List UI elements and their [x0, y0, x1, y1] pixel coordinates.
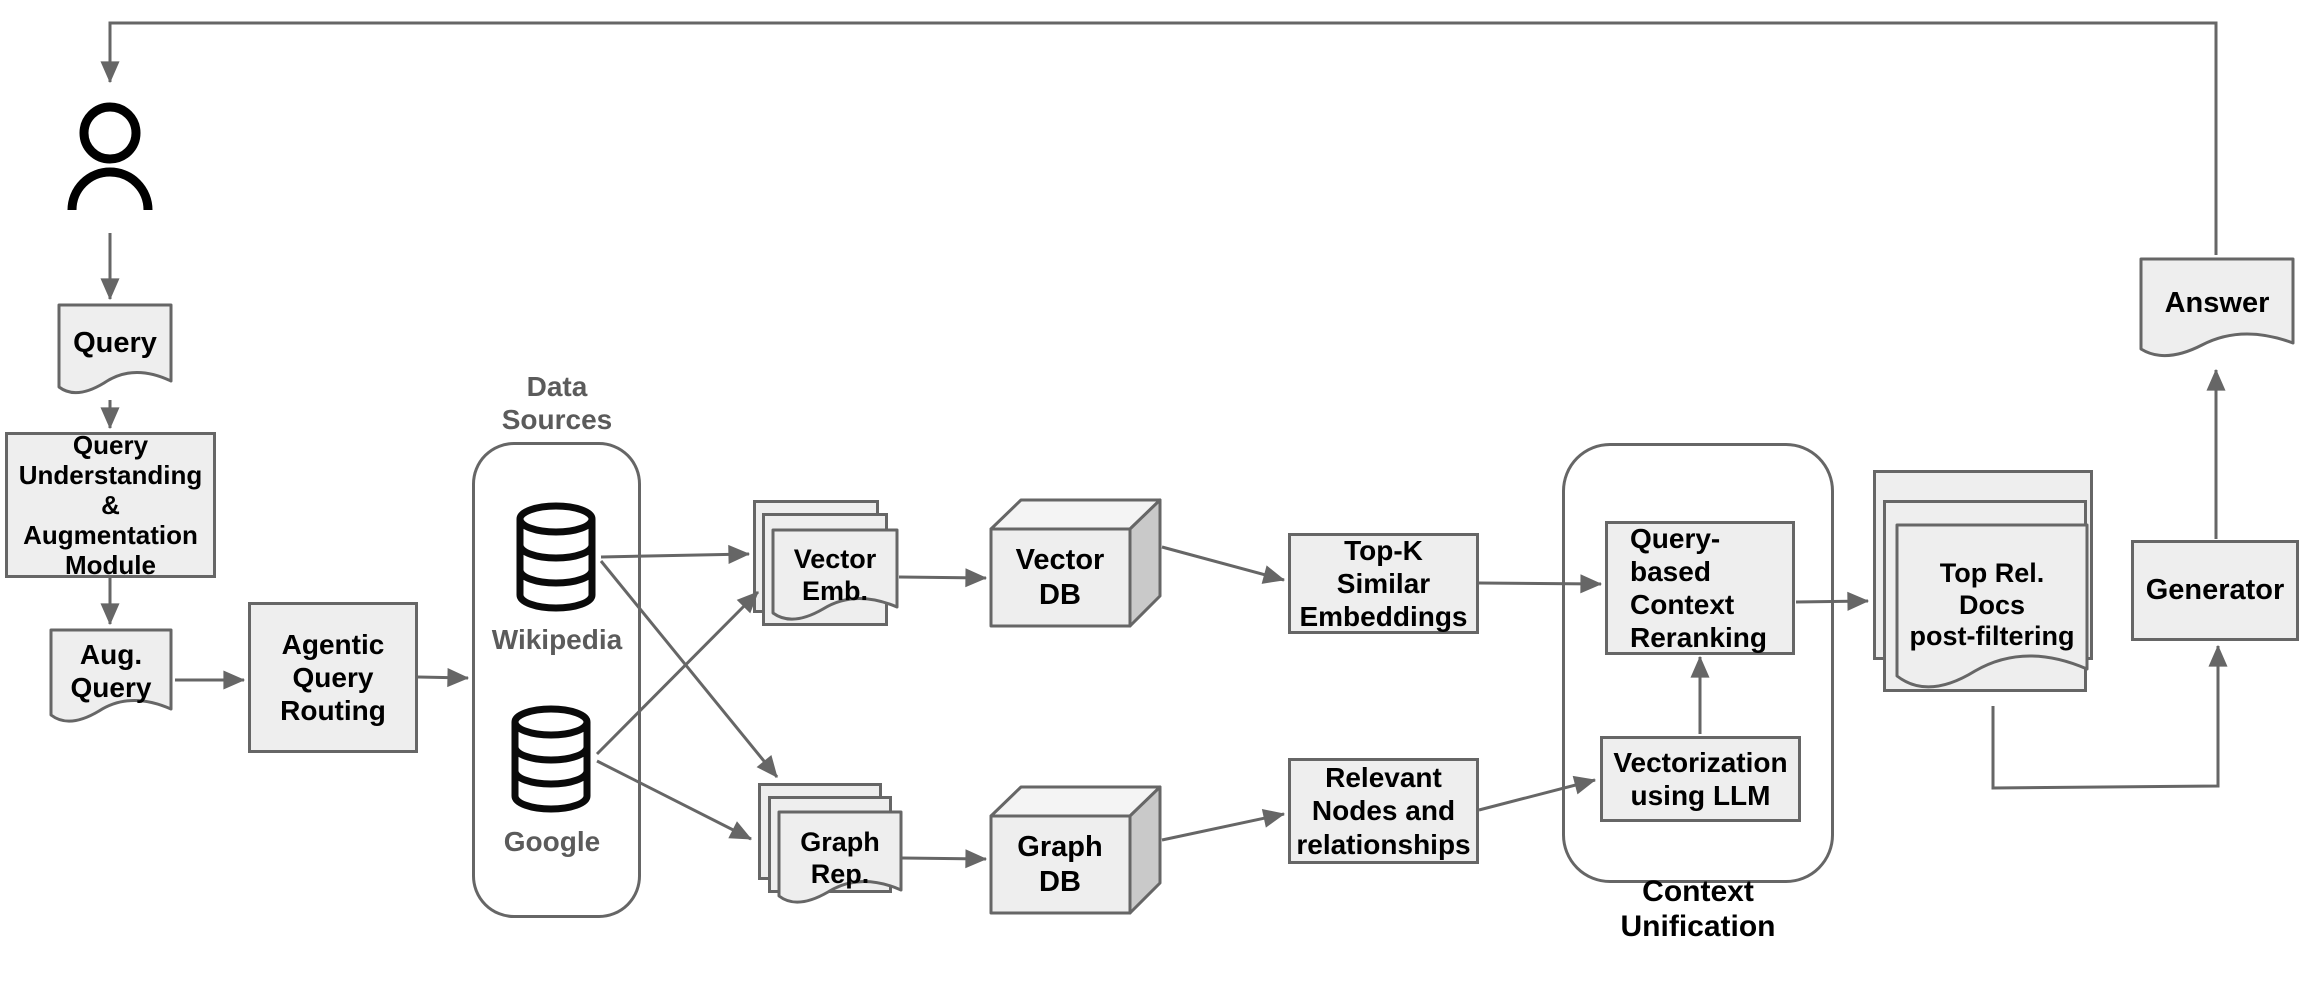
arrow-routing-to-datasources: [417, 668, 470, 688]
answer-document: [2139, 257, 2295, 358]
generator-box: Generator: [2131, 540, 2299, 641]
query-understanding-box: Query Understanding & Augmentation Modul…: [5, 430, 216, 580]
arrow-answer-to-user: [100, 21, 2218, 255]
aug-query-document: [49, 628, 173, 723]
vector-emb-documents: [771, 528, 899, 621]
arrow-vectoremb-to-vectordb: [898, 568, 988, 588]
arrow-graphdb-to-relevantnodes: [1161, 808, 1286, 842]
arrow-vectordb-to-topk: [1161, 545, 1286, 584]
data-sources-title: Data Sources: [501, 370, 613, 435]
arrow-graphrep-to-graphdb: [901, 849, 988, 869]
context-unification-container: [1562, 443, 1834, 883]
vector-db-box: [989, 498, 1162, 628]
context-reranking-box: Query-based Context Reranking: [1605, 521, 1795, 655]
context-unification-label: Context Unification: [1620, 874, 1776, 943]
relevant-nodes-box: Relevant Nodes and relationships: [1288, 758, 1479, 864]
top-rel-docs-documents: [1895, 523, 2089, 689]
top-k-box: Top-K Similar Embeddings: [1288, 533, 1479, 634]
query-document: [57, 303, 173, 395]
vectorization-llm-box: Vectorization using LLM: [1600, 736, 1801, 822]
database-icon: [516, 502, 596, 612]
graph-rep-documents: [777, 810, 903, 904]
database-icon: [511, 705, 591, 813]
agentic-query-routing-box: Agentic Query Routing: [248, 602, 418, 753]
graph-db-box: [989, 785, 1162, 915]
person-icon: [67, 102, 153, 211]
